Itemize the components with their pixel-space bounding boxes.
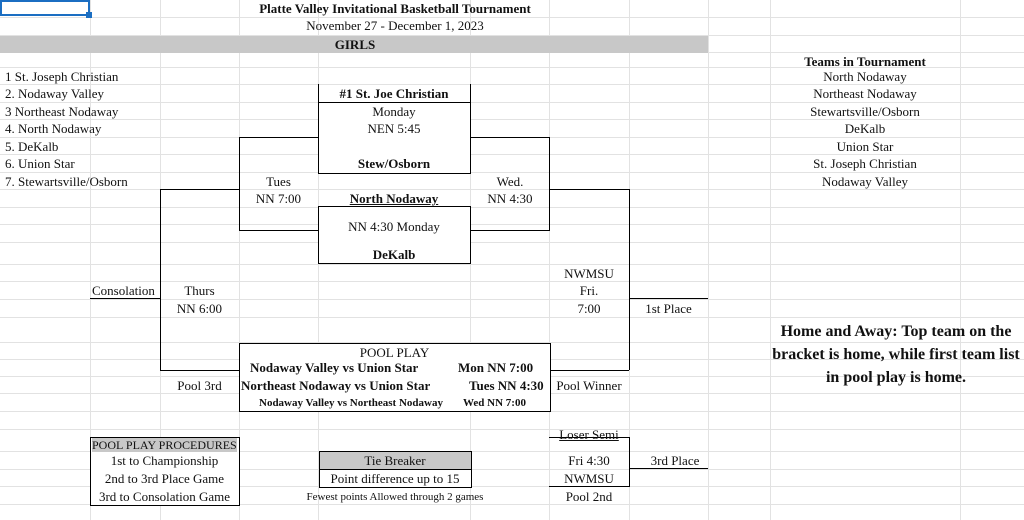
bracket-line [470,137,550,138]
bracket-line [239,137,240,231]
mid-game-time: NN 4:30 Monday [348,219,440,234]
pool-game-time: Tues NN 4:30 [469,378,544,393]
bracket-line [629,189,630,370]
tie-breaker-rule-box [319,469,472,488]
bracket-line [629,298,708,299]
team-list-item: Union Star [836,139,894,154]
team-list-item: DeKalb [844,121,886,136]
dekalb-team: DeKalb [372,247,416,262]
teams-heading: Teams in Tournament [804,54,926,69]
seed-2: 2. Nodaway Valley [5,86,105,101]
pool-winner-label: Pool Winner [556,378,622,393]
bracket-line [239,230,318,231]
tues-label: Tues [266,174,291,189]
team-list-item: Northeast Nodaway [813,86,917,101]
bracket-line [470,230,550,231]
bracket-line [549,137,550,231]
fri-time: 7:00 [577,301,601,316]
seed-4: 4. North Nodaway [5,121,102,136]
tues-time: NN 7:00 [255,191,302,206]
pool-game-matchup: Nodaway Valley vs Northeast Nodaway [259,397,443,409]
bracket-line [549,189,629,190]
seed-7: 7. Stewartsville/Osborn [5,174,128,189]
bracket-line [549,370,629,371]
top-game-box [318,102,471,174]
stew-osborn-team: Stew/Osborn [357,156,431,171]
tie-breaker-heading: Tie Breaker [364,453,426,468]
procedures-heading: POOL PLAY PROCEDURES [92,438,237,452]
procedure-item: 1st to Championship [110,453,219,468]
bracket-line [549,437,629,438]
loser-semi-label: Loser Semi [559,427,619,442]
third-game-site: NWMSU [564,471,614,486]
top-seed-team: #1 St. Joe Christian [339,86,449,101]
pool-game-time: Mon NN 7:00 [458,360,534,375]
nwmsu-label: NWMSU [564,266,614,281]
wed-time: NN 4:30 [487,191,533,206]
thurs-time: NN 6:00 [176,301,223,316]
first-place-label: 1st Place [645,301,692,316]
seed-5: 5. DeKalb [5,139,59,154]
tournament-dates: November 27 - December 1, 2023 [306,18,484,33]
pool-3rd-label: Pool 3rd [177,378,222,393]
third-game-time: Fri 4:30 [568,453,610,468]
tie-breaker-rule: Fewest points Allowed through 2 games [306,491,484,503]
thurs-label: Thurs [184,283,215,298]
tournament-title: Platte Valley Invitational Basketball To… [259,1,531,16]
top-game-day: Monday [372,104,416,119]
team-list-item: Nodaway Valley [821,174,909,189]
pool-play-box [239,343,551,412]
bracket-line [629,437,630,487]
pool-play-heading: POOL PLAY [359,345,430,360]
home-away-note: Home and Away: Top team on the bracket i… [772,323,1020,386]
consolation-label: Consolation [92,283,155,298]
pool-game-time: Wed NN 7:00 [463,397,526,409]
bracket-line [629,468,708,469]
bracket-line [549,486,629,487]
third-place-label: 3rd Place [650,453,700,468]
procedure-item: 2nd to 3rd Place Game [104,471,225,486]
pool-2nd-label: Pool 2nd [565,489,613,504]
procedure-item: 3rd to Consolation Game [98,489,231,504]
pool-game-matchup: Nodaway Valley vs Union Star [250,360,419,375]
division-band [0,36,708,53]
seed-1: 1 St. Joseph Christian [5,69,119,84]
seed-3: 3 Northeast Nodaway [5,104,119,119]
north-nodaway-team: North Nodaway [349,191,439,206]
pool-game-matchup: Northeast Nodaway vs Union Star [241,378,431,393]
top-game-time: NEN 5:45 [367,121,421,136]
fri-label: Fri. [579,283,599,298]
division-label: GIRLS [334,37,376,52]
mid-game-box [318,206,471,264]
team-list-item: St. Joseph Christian [813,156,917,171]
seed-6: 6. Union Star [5,156,75,171]
tie-breaker-rule: Point difference up to 15 [330,471,460,486]
active-cell-selection[interactable] [0,0,92,18]
team-list-item: Stewartsville/Osborn [810,104,920,119]
wed-label: Wed. [496,174,524,189]
bracket-line [90,298,160,299]
team-list-item: North Nodaway [823,69,907,84]
bracket-line [160,189,161,370]
bracket-line [160,370,239,371]
bracket-line [239,137,318,138]
bracket-line [160,189,239,190]
